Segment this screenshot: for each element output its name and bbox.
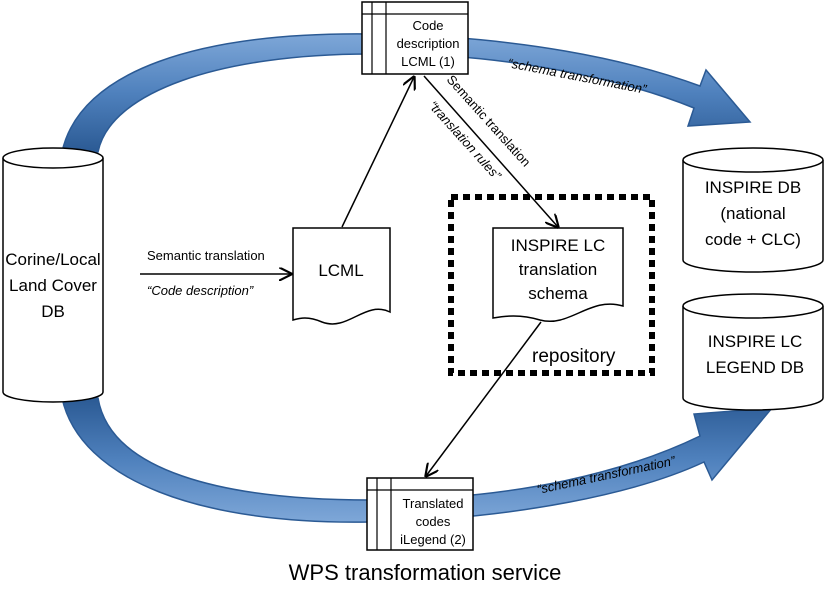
schema-transformation-top-arrow — [61, 33, 752, 153]
translation-rules-quote: “translation rules” — [426, 98, 505, 183]
code-description-table: Code description LCML (1) — [361, 1, 469, 75]
arrow-code-description-to-schema — [423, 75, 558, 227]
repository-label: repository — [532, 346, 616, 367]
repository-box: repository — [448, 194, 655, 376]
translated-codes-table: Translated codes iLegend (2) — [366, 477, 474, 551]
inspire-schema-line-1: INSPIRE LC — [511, 236, 605, 255]
code-description-quote: “Code description” — [147, 283, 254, 298]
lcml-document-label: LCML — [318, 261, 363, 280]
inspire-legend-db: INSPIRE LC LEGEND DB — [682, 293, 824, 411]
lcml-document: LCML — [292, 227, 391, 325]
translated-codes-line-1: Translated — [403, 496, 464, 511]
translated-codes-line-2: codes — [416, 514, 451, 529]
inspire-db: INSPIRE DB (national code + CLC) — [682, 147, 824, 273]
corine-db-line-3: DB — [41, 302, 65, 321]
inspire-db-line-2: (national — [720, 204, 785, 223]
code-description-line-1: Code — [412, 18, 443, 33]
inspire-legend-db-line-2: LEGEND DB — [706, 358, 804, 377]
translated-codes-line-3: iLegend (2) — [400, 532, 466, 547]
corine-db-line-1: Corine/Local — [5, 250, 100, 269]
inspire-schema-document: INSPIRE LC translation schema — [492, 227, 624, 323]
corine-db-line-2: Land Cover — [9, 276, 97, 295]
arrow-schema-to-translated-codes — [426, 321, 542, 476]
inspire-db-line-3: code + CLC) — [705, 230, 801, 249]
inspire-legend-db-line-1: INSPIRE LC — [708, 332, 802, 351]
corine-land-cover-db: Corine/Local Land Cover DB — [2, 147, 104, 403]
inspire-db-line-1: INSPIRE DB — [705, 178, 801, 197]
inspire-schema-line-2: translation — [519, 260, 597, 279]
inspire-schema-line-3: schema — [528, 284, 588, 303]
semantic-translation-label: Semantic translation — [147, 248, 265, 263]
code-description-line-2: description — [397, 36, 460, 51]
code-description-line-3: LCML (1) — [401, 54, 455, 69]
arrow-lcml-to-code-description — [341, 77, 414, 228]
wps-service-title: WPS transformation service — [289, 560, 562, 585]
